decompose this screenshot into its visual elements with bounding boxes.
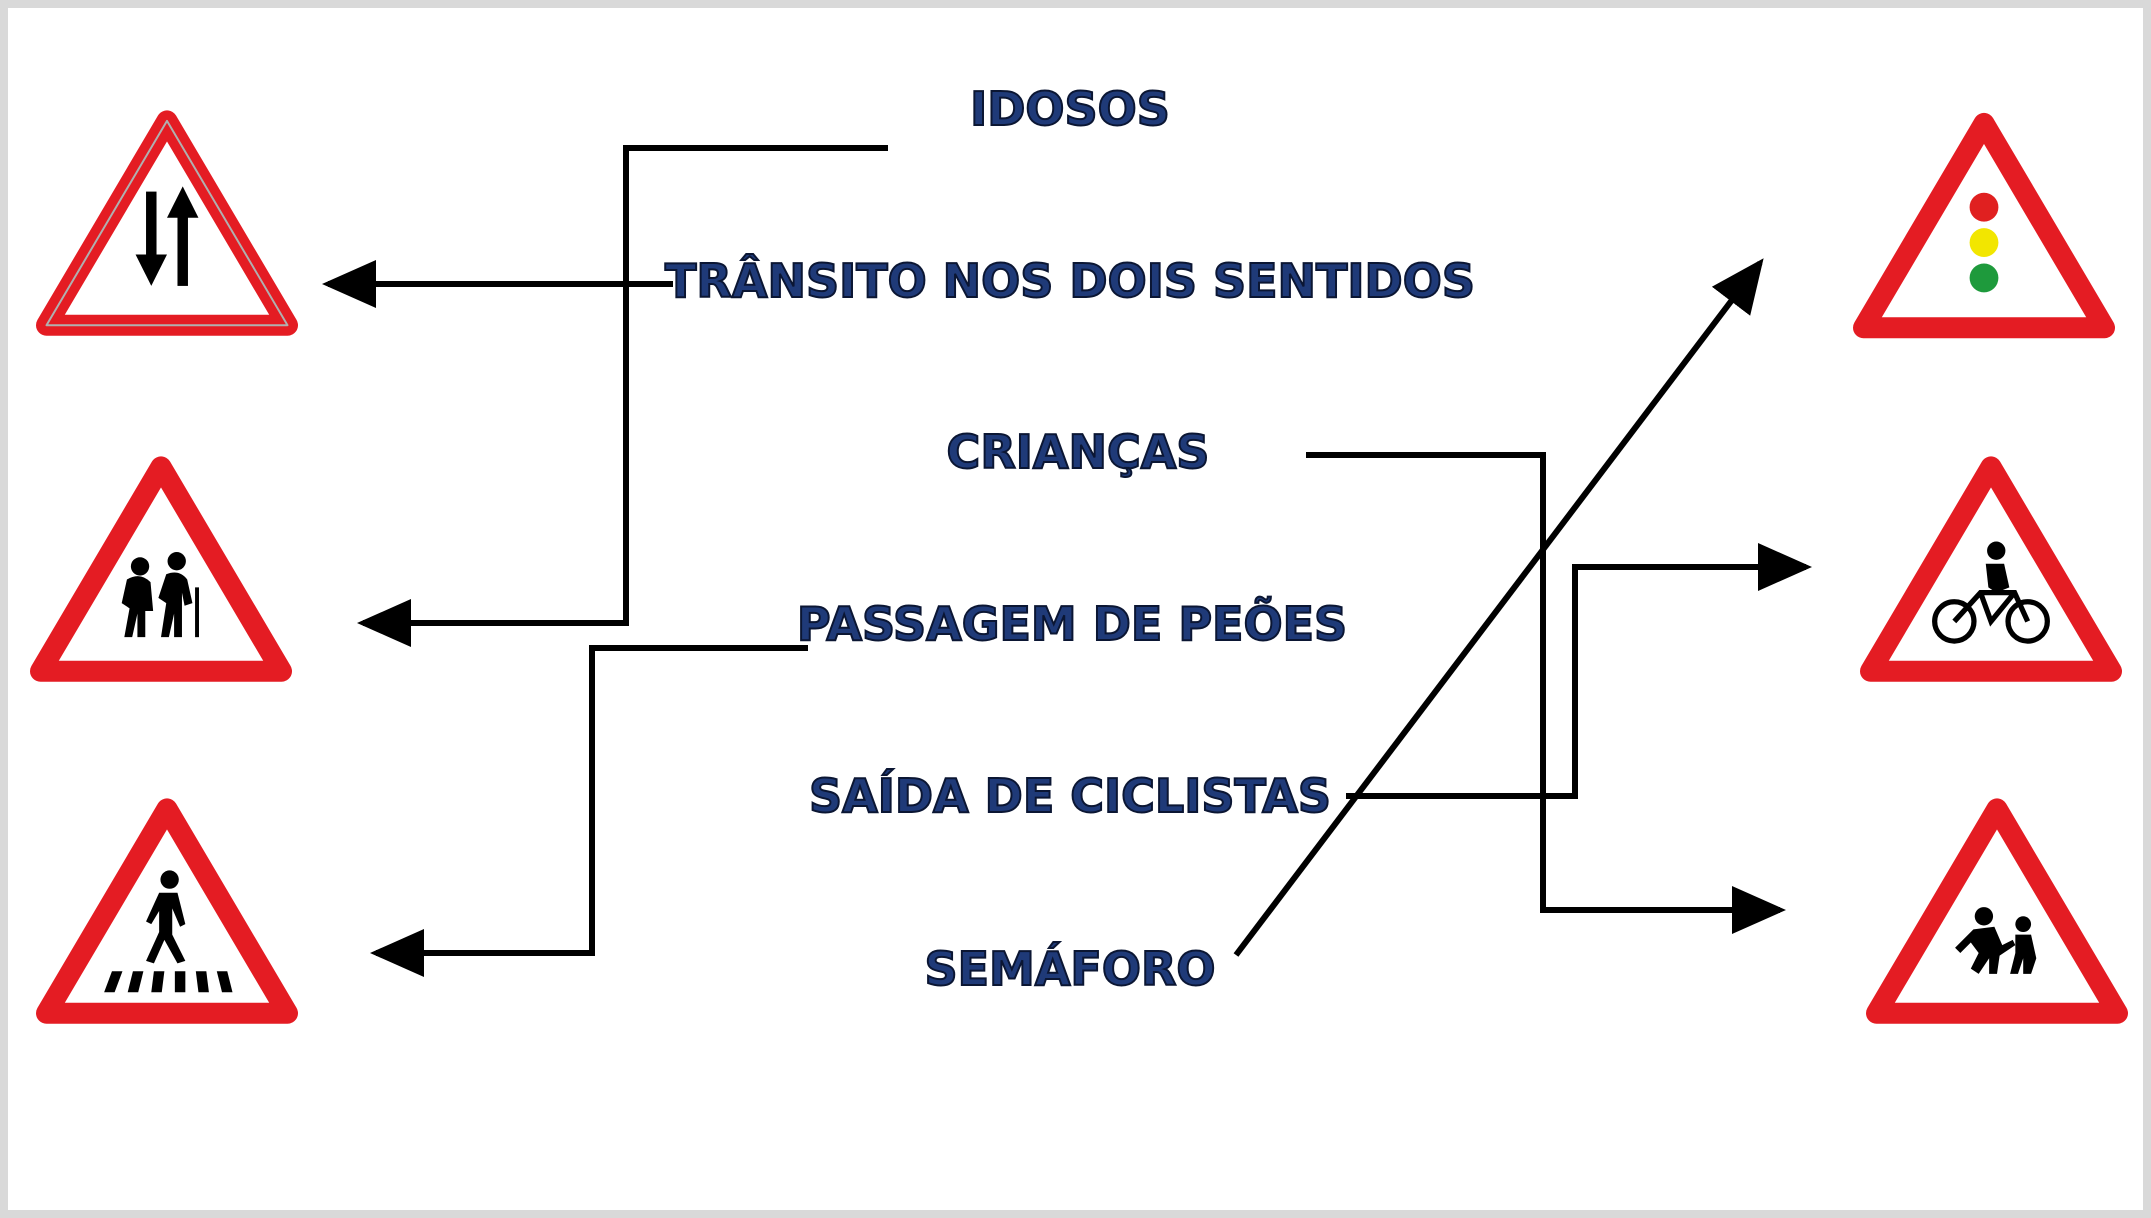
label-idosos: IDOSOS	[969, 82, 1171, 136]
two-way-traffic-sign	[36, 110, 298, 340]
cyclist-icon	[1932, 589, 2050, 644]
connector-saida	[1346, 543, 1812, 799]
label-saida: SAÍDA DE CICLISTAS	[808, 769, 1332, 823]
two-way-arrows-icon	[135, 186, 199, 286]
connector-criancas	[1306, 452, 1786, 934]
elderly-sign	[30, 456, 292, 686]
worksheet-slide: IDOSOS TRÂNSITO NOS DOIS SENTIDOS CRIANÇ…	[8, 8, 2143, 1210]
cyclists-sign	[1860, 456, 2122, 686]
label-criancas: CRIANÇAS	[946, 425, 1211, 479]
pedestrian-crossing-sign	[36, 798, 298, 1028]
pedestrian-icon	[146, 870, 186, 964]
children-icon	[1955, 907, 2037, 974]
label-semaforo: SEMÁFORO	[924, 942, 1217, 996]
connector-idosos	[357, 145, 888, 647]
connector-lines	[322, 145, 1812, 977]
elderly-people-icon	[121, 552, 199, 638]
traffic-light-icon	[1969, 192, 1999, 293]
label-transito: TRÂNSITO NOS DOIS SENTIDOS	[664, 254, 1476, 308]
children-sign	[1866, 798, 2128, 1028]
zebra-stripes-icon	[104, 971, 233, 993]
connector-passagem	[370, 645, 808, 977]
connector-semaforo	[1233, 258, 1764, 957]
label-passagem: PASSAGEM DE PEÕES	[796, 597, 1348, 651]
traffic-light-sign	[1853, 110, 2115, 345]
